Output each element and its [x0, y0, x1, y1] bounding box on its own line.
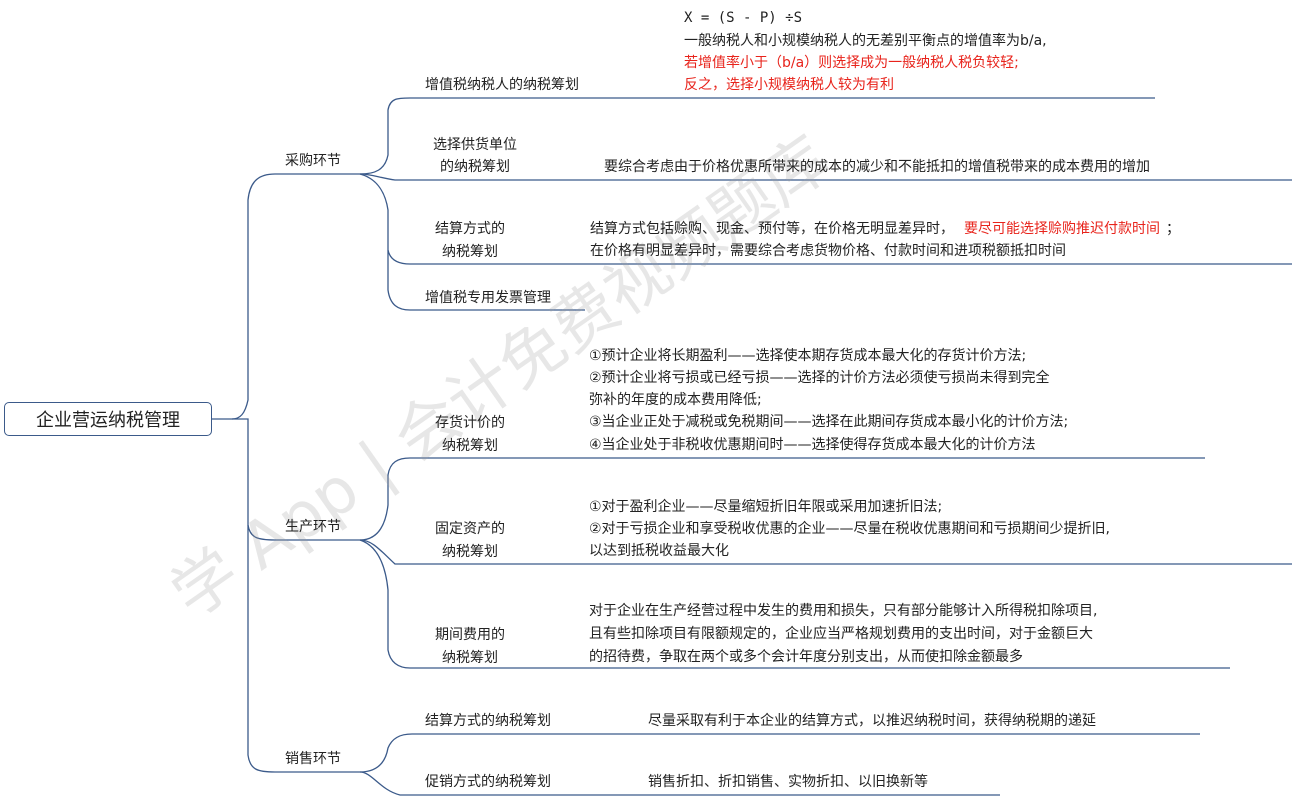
period-expense-node-line2[interactable]: 纳税筹划 [442, 650, 498, 666]
settlement-note-line1: 结算方式包括赊购、现金、预付等，在价格无明显差异时， 要尽可能选择赊购推迟付款时间… [590, 220, 1180, 239]
inventory-node-line1[interactable]: 存货计价的 [435, 415, 505, 431]
period-expense-note-line: 的招待费，争取在两个或多个会计年度分别支出，从而使扣除金额最多 [589, 649, 1023, 665]
inventory-note-line: ①预计企业将长期盈利——选择使本期存货成本最大化的存货计价方法; [589, 348, 1027, 364]
vat-formula: X = (S - P) ÷S [684, 10, 803, 26]
inventory-note-line: ④当企业处于非税收优惠期间时——选择使得存货成本最大化的计价方法 [589, 437, 1036, 453]
sales-node[interactable]: 销售环节 [285, 751, 341, 767]
production-node[interactable]: 生产环节 [285, 519, 341, 535]
vat-note-line3: 反之，选择小规模纳税人较为有利 [684, 77, 894, 93]
settlement-note-part1: 结算方式包括赊购、现金、预付等，在价格无明显差异时， [590, 221, 954, 237]
supplier-note: 要综合考虑由于价格优惠所带来的成本的减少和不能抵扣的增值税带来的成本费用的增加 [604, 159, 1150, 175]
root-node[interactable]: 企业营运纳税管理 [4, 402, 212, 436]
vat-taxpayer-line [359, 97, 1155, 175]
promotion-note: 销售折扣、折扣销售、实物折扣、以旧换新等 [648, 774, 928, 790]
fixed-assets-note-line: 以达到抵税收益最大化 [589, 543, 729, 559]
settlement-note-red: 要尽可能选择赊购推迟付款时间 [964, 221, 1160, 237]
invoice-line [387, 250, 585, 311]
vat-taxpayer-node[interactable]: 增值税纳税人的纳税筹划 [425, 77, 579, 93]
inventory-note-line: 弥补的年度的成本费用降低; [589, 392, 762, 408]
period-expense-line [359, 539, 1230, 669]
settlement-node-line2[interactable]: 纳税筹划 [442, 244, 498, 260]
sales-branch-line [247, 525, 360, 773]
purchase-branch-line [231, 173, 360, 420]
supplier-node-line1[interactable]: 选择供货单位 [433, 137, 517, 153]
inventory-note-line: ③当企业正处于减税或免税期间——选择在此期间存货成本最小化的计价方法; [589, 414, 1069, 430]
sales-settlement-node[interactable]: 结算方式的纳税筹划 [425, 713, 551, 729]
period-expense-node-line1[interactable]: 期间费用的 [435, 627, 505, 643]
inventory-node-line2[interactable]: 纳税筹划 [442, 438, 498, 454]
purchase-node[interactable]: 采购环节 [285, 153, 341, 169]
promotion-node[interactable]: 促销方式的纳税筹划 [425, 774, 551, 790]
inventory-note-line: ②预计企业将亏损或已经亏损——选择的计价方法必须使亏损尚未得到完全 [589, 370, 1050, 386]
sales-settlement-line [359, 733, 1200, 773]
settlement-note-line2: 在价格有明显差异时，需要综合考虑货物价格、付款时间和进项税额抵扣时间 [590, 243, 1066, 259]
settlement-node-line1[interactable]: 结算方式的 [435, 221, 505, 237]
sales-settlement-note: 尽量采取有利于本企业的结算方式，以推迟纳税时间，获得纳税期的递延 [648, 713, 1096, 729]
fixed-assets-note-line: ②对于亏损企业和享受税收优惠的企业——尽量在税收优惠期间和亏损期间少提折旧, [589, 521, 1110, 537]
inventory-line [359, 457, 1205, 541]
vat-note-line1: 一般纳税人和小规模纳税人的无差别平衡点的增值率为b/a, [684, 33, 1047, 49]
settlement-note-part2: ； [1166, 221, 1180, 237]
vat-note-line2: 若增值率小于（b/a）则选择成为一般纳税人税负较轻; [684, 55, 1019, 71]
promotion-line [359, 771, 1000, 796]
invoice-node[interactable]: 增值税专用发票管理 [425, 290, 551, 306]
fixed-assets-node-line2[interactable]: 纳税筹划 [442, 544, 498, 560]
fixed-assets-node-line1[interactable]: 固定资产的 [435, 521, 505, 537]
supplier-node-line2[interactable]: 的纳税筹划 [440, 159, 510, 175]
fixed-assets-note-line: ①对于盈利企业——尽量缩短折旧年限或采用加速折旧法; [589, 499, 943, 515]
period-expense-note-line: 对于企业在生产经营过程中发生的费用和损失，只有部分能够计入所得税扣除项目, [589, 603, 1098, 619]
fixed-assets-line [359, 539, 1292, 565]
period-expense-note-line: 且有些扣除项目有限额规定的，企业应当严格规划费用的支出时间，对于金额巨大 [589, 626, 1093, 642]
root-label: 企业营运纳税管理 [36, 410, 180, 431]
supplier-line [359, 173, 1292, 181]
